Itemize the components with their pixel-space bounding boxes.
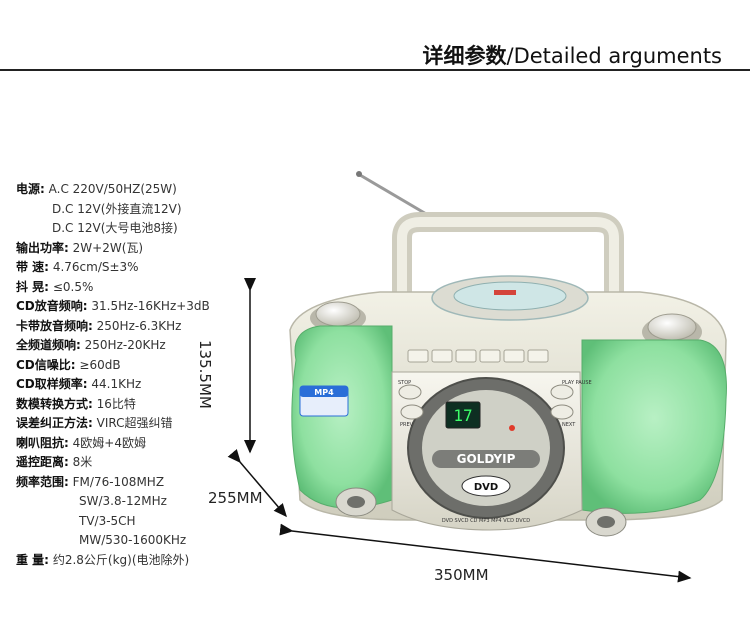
- spec-label: CD信噪比:: [16, 357, 76, 372]
- stop-label: STOP: [398, 380, 411, 386]
- spec-label: 卡带放音频响:: [16, 318, 93, 333]
- spec-label: 误差纠正方法:: [16, 416, 93, 430]
- spec-label: 重 量:: [16, 552, 49, 567]
- carry-handle[interactable]: [392, 212, 624, 292]
- led-display: [445, 401, 481, 429]
- play-pause-button[interactable]: [550, 384, 574, 400]
- spec-label: 电源:: [16, 182, 45, 196]
- spec-row-power-dc1: D.C 12V(外接直流12V): [16, 200, 231, 220]
- spec-value: 2W+2W(瓦): [72, 240, 144, 255]
- page-title: 详细参数/Detailed arguments: [423, 40, 723, 70]
- prev-button[interactable]: [400, 404, 424, 420]
- spec-value: VIRC超强纠错: [96, 416, 173, 430]
- left-control-buttons[interactable]: STOP PREV: [398, 380, 424, 428]
- spec-label: 喇叭阻抗:: [16, 435, 69, 450]
- spec-value: MW/530-1600KHz: [79, 533, 187, 547]
- width-arrow: [279, 523, 692, 583]
- spec-value: FM/76-108MHZ: [72, 474, 165, 489]
- spec-value: D.C 12V(大号电池8接): [52, 221, 178, 235]
- front-formats-text: DVD SVCD CD MP3 MP4 VCD DVCD: [442, 518, 530, 524]
- mp4-badge: MP4: [299, 385, 349, 417]
- spec-row-remote: 遥控距离: 8米: [16, 453, 231, 473]
- spec-row-error-correction: 误差纠正方法: VIRC超强纠错: [16, 414, 231, 434]
- header-divider: [0, 69, 750, 71]
- spec-value: 4.76cm/S±3%: [52, 260, 139, 274]
- depth-arrow: [227, 448, 287, 518]
- spec-value: 约2.8公斤(kg)(电池除外): [52, 552, 190, 567]
- title-cn: 详细参数: [422, 44, 507, 68]
- next-button[interactable]: [550, 404, 574, 420]
- spec-label: 频率范围:: [16, 474, 69, 489]
- spec-row-weight: 重 量: 约2.8公斤(kg)(电池除外): [16, 551, 231, 571]
- spec-label: CD取样频率:: [16, 377, 88, 391]
- spec-row-full-response: 全频道频响: 250Hz-20KHz: [16, 336, 231, 356]
- stop-button[interactable]: [398, 384, 422, 400]
- spec-list: 电源: A.C 220V/50HZ(25W) D.C 12V(外接直流12V) …: [16, 180, 231, 570]
- right-speaker: [581, 339, 727, 514]
- mp4-label: MP4: [314, 388, 334, 397]
- spec-row-freq-mw: MW/530-1600KHz: [16, 531, 231, 551]
- spec-row-cd-response: CD放音频响: 31.5Hz-16KHz+3dB: [16, 297, 231, 317]
- spec-value: ≤0.5%: [52, 279, 94, 294]
- right-control-buttons[interactable]: PLAY PAUSE NEXT: [550, 380, 592, 428]
- title-en: /Detailed arguments: [506, 44, 723, 68]
- spec-value: A.C 220V/50HZ(25W): [48, 182, 177, 196]
- spec-row-sampling: CD取样频率: 44.1KHz: [16, 375, 231, 395]
- front-panel: 17 GOLDYIP DVD DVD SVCD CD MP3 MP4 VCD D…: [391, 371, 583, 531]
- spec-row-freq-sw: SW/3.8-12MHz: [16, 492, 231, 512]
- dvd-logo-text: DVD: [474, 482, 498, 493]
- spec-value: SW/3.8-12MHz: [79, 494, 167, 508]
- spec-value: D.C 12V(外接直流12V): [52, 201, 182, 216]
- display-digits: 17: [453, 406, 472, 425]
- power-led: [509, 425, 515, 431]
- spec-row-dac: 数模转换方式: 16比特: [16, 395, 231, 415]
- spec-row-freq-fm: 频率范围: FM/76-108MHZ: [16, 473, 231, 493]
- spec-value: 250Hz-20KHz: [84, 338, 166, 352]
- prev-label: PREV: [400, 422, 414, 428]
- depth-dimension: 255MM: [208, 489, 263, 507]
- spec-value: 4欧姆+4欧姆: [72, 435, 146, 450]
- spec-label: 输出功率:: [16, 240, 69, 255]
- spec-row-wow: 抖 晃: ≤0.5%: [16, 278, 231, 298]
- spec-row-power: 电源: A.C 220V/50HZ(25W): [16, 180, 231, 200]
- brand-logo-text: GOLDYIP: [457, 452, 516, 466]
- spec-value: TV/3-5CH: [79, 513, 136, 528]
- width-dimension: 350MM: [434, 566, 489, 584]
- spec-row-tape-response: 卡带放音频响: 250Hz-6.3KHz: [16, 317, 231, 337]
- spec-label: 数模转换方式:: [16, 396, 93, 411]
- spec-value: 250Hz-6.3KHz: [96, 318, 182, 333]
- spec-row-power-dc2: D.C 12V(大号电池8接): [16, 219, 231, 239]
- play-pause-label: PLAY PAUSE: [562, 380, 592, 386]
- transport-button-row[interactable]: [407, 349, 549, 363]
- spec-row-snr: CD信噪比: ≥60dB: [16, 356, 231, 376]
- next-label: NEXT: [562, 422, 576, 428]
- spec-label: CD放音频响:: [16, 299, 88, 313]
- spec-label: 抖 晃:: [16, 279, 49, 294]
- spec-row-tape-speed: 带 速: 4.76cm/S±3%: [16, 258, 231, 278]
- spec-label: 全频道频响:: [16, 338, 81, 352]
- spec-label: 带 速:: [16, 260, 49, 274]
- spec-label: 遥控距离:: [16, 455, 69, 469]
- left-foot-port: [335, 487, 377, 517]
- height-dimension: 135.5MM: [196, 340, 214, 409]
- right-foot-port: [585, 507, 627, 537]
- spec-row-impedance: 喇叭阻抗: 4欧姆+4欧姆: [16, 434, 231, 454]
- left-speaker: [291, 325, 393, 509]
- spec-value: 44.1KHz: [91, 377, 142, 391]
- spec-row-freq-tv: TV/3-5CH: [16, 512, 231, 532]
- spec-row-output: 输出功率: 2W+2W(瓦): [16, 239, 231, 259]
- spec-value: 8米: [72, 455, 93, 469]
- spec-value: 16比特: [96, 396, 136, 411]
- volume-knob-left[interactable]: [310, 301, 366, 332]
- spec-value: ≥60dB: [79, 357, 121, 372]
- spec-value: 31.5Hz-16KHz+3dB: [91, 299, 210, 313]
